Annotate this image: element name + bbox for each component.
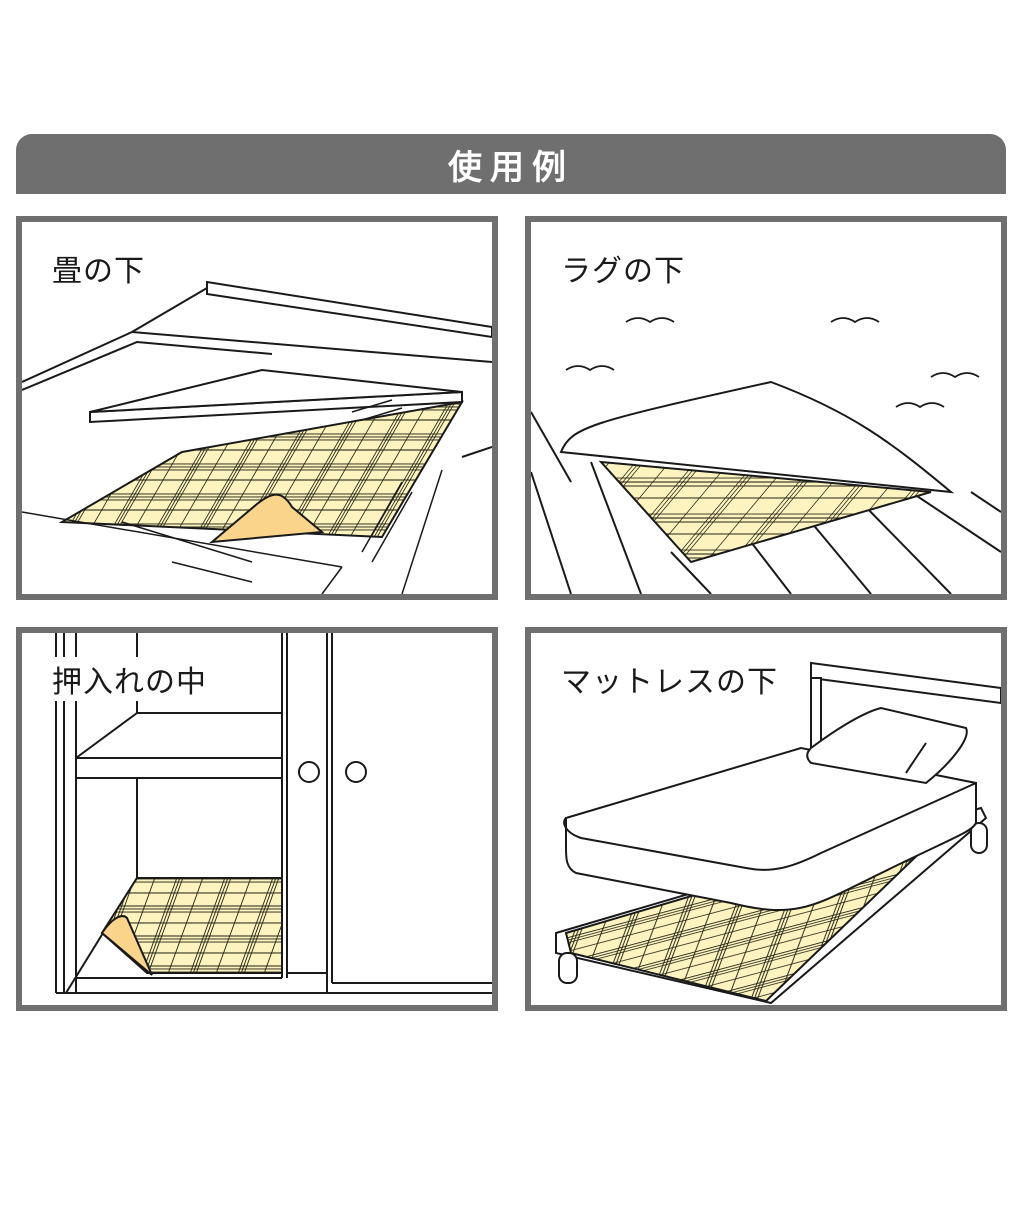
door-knob-icon xyxy=(298,761,320,783)
rug-illustration xyxy=(531,317,1001,594)
panel-under-tatami: 畳の下 xyxy=(16,216,498,600)
panel-label: ラグの下 xyxy=(561,254,685,289)
tatami-illustration xyxy=(22,280,492,594)
section-header: 使用例 xyxy=(16,134,1006,194)
panel-under-mattress: マットレスの下 xyxy=(525,627,1007,1011)
mattress-illustration xyxy=(555,661,1001,1005)
panel-label: 押入れの中 xyxy=(48,657,211,701)
section-title: 使用例 xyxy=(448,147,574,188)
panel-inside-closet: 押入れの中 xyxy=(16,627,498,1011)
panel-label: 畳の下 xyxy=(52,254,145,289)
panel-under-rug: ラグの下 xyxy=(525,216,1007,600)
door-knob-icon xyxy=(345,761,367,783)
panel-label: マットレスの下 xyxy=(561,665,778,700)
